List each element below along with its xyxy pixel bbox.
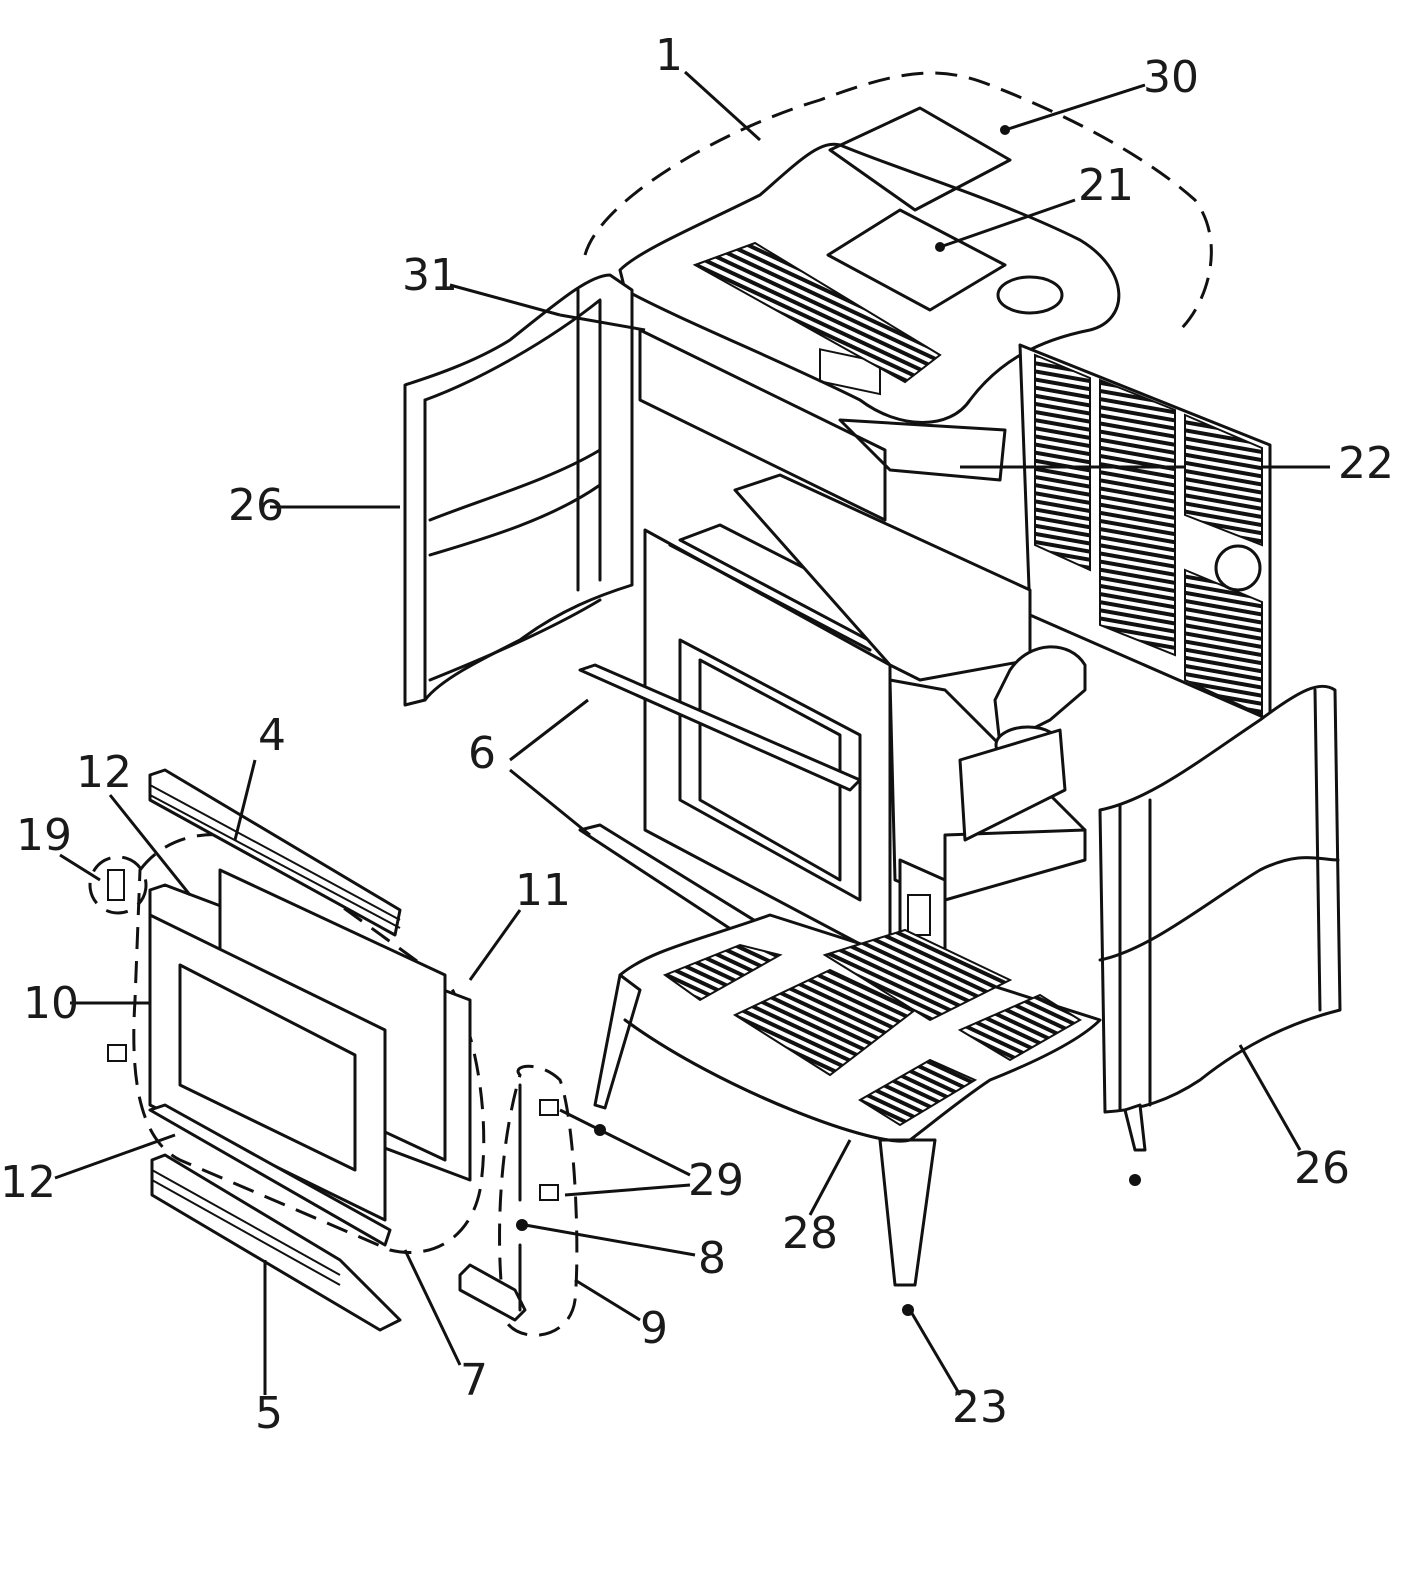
label-19: 19: [16, 810, 72, 861]
label-23: 23: [952, 1382, 1008, 1433]
label-6: 6: [468, 728, 496, 779]
hinge-assembly: [458, 1064, 606, 1337]
label-22: 22: [1338, 438, 1394, 489]
label-1: 1: [655, 30, 683, 81]
label-12-top: 12: [76, 747, 132, 798]
top-lid-assembly: [583, 71, 1213, 424]
label-11: 11: [515, 865, 571, 916]
part-labels: 1 30 21 31 26 22 4 12 19 6 11 10 29 26 1…: [0, 30, 1394, 1439]
label-8: 8: [698, 1233, 726, 1284]
label-29: 29: [688, 1155, 744, 1206]
firebox-body: [638, 328, 1087, 962]
label-28: 28: [782, 1208, 838, 1259]
label-26-left: 26: [228, 480, 284, 531]
label-26-right: 26: [1294, 1143, 1350, 1194]
right-side-panel: [1098, 684, 1342, 1186]
door-assembly: [88, 768, 486, 1332]
label-4: 4: [258, 710, 286, 761]
rear-panel: [1018, 343, 1272, 722]
label-9: 9: [640, 1303, 668, 1354]
label-30: 30: [1143, 52, 1199, 103]
leader-lines: [54, 70, 1330, 1396]
label-5: 5: [255, 1388, 283, 1439]
label-21: 21: [1078, 160, 1134, 211]
left-side-panel: [403, 273, 634, 707]
label-12-bottom: 12: [0, 1157, 56, 1208]
label-31: 31: [402, 250, 458, 301]
label-10: 10: [23, 978, 79, 1029]
label-7: 7: [460, 1355, 488, 1406]
base-platform: [593, 913, 1102, 1287]
